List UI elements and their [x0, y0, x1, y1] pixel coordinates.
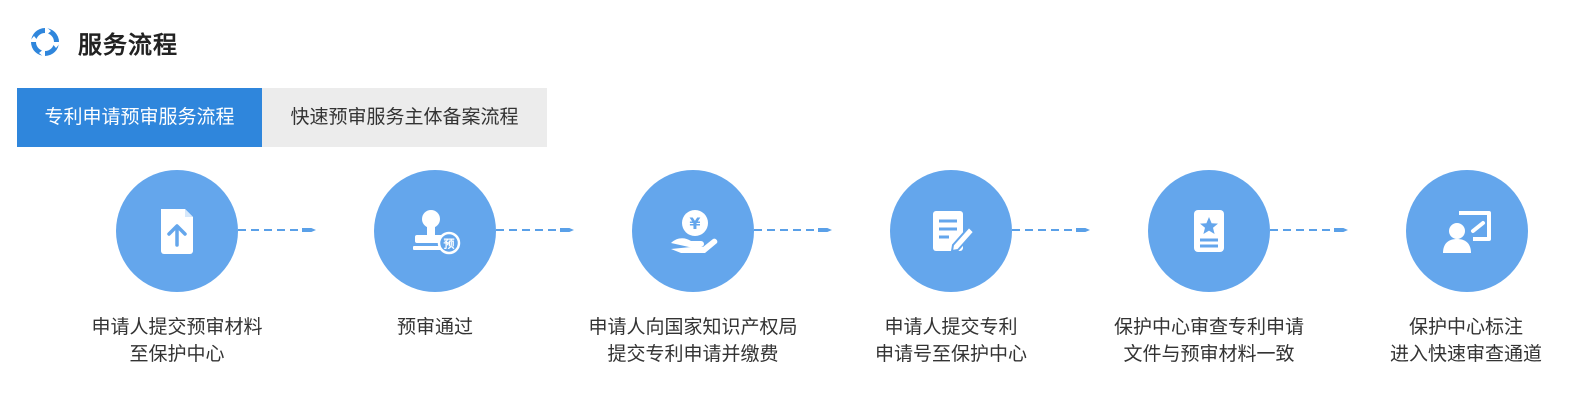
flow-arrow — [1270, 228, 1348, 232]
step-6-line-2: 进入快速审查通道 — [1389, 343, 1542, 365]
step-5-circle — [1148, 170, 1270, 292]
edit-document-icon — [933, 211, 976, 253]
step-2-circle: 预 — [374, 170, 496, 292]
pre-review-stamp-icon: 预 — [413, 210, 461, 255]
tab-patent-pre-review-flow[interactable]: 专利申请预审服务流程 — [17, 88, 262, 147]
upload-file-icon — [161, 209, 193, 254]
flow-arrow — [1012, 228, 1090, 232]
flow-arrow — [754, 228, 832, 232]
step-3-circle: ¥ — [632, 170, 754, 292]
hand-yen-icon: ¥ — [671, 210, 718, 253]
step-2-line-1: 预审通过 — [396, 316, 473, 338]
flow-arrow — [496, 228, 574, 232]
svg-text:预: 预 — [444, 237, 455, 251]
step-5-line-1: 保护中心审查专利申请 — [1113, 316, 1304, 338]
step-6-circle — [1406, 170, 1528, 292]
star-document-icon — [1194, 210, 1224, 252]
step-6-label: 保护中心标注 进入快速审查通道 — [1336, 314, 1596, 368]
step-3-line-2: 提交专利申请并缴费 — [607, 343, 779, 365]
step-5-line-2: 文件与预审材料一致 — [1123, 343, 1295, 365]
step-4-circle — [890, 170, 1012, 292]
svg-text:¥: ¥ — [689, 214, 700, 233]
step-1-line-2: 至保护中心 — [129, 343, 225, 365]
step-3-line-1: 申请人向国家知识产权局 — [588, 316, 798, 338]
tab-bar: 专利申请预审服务流程 快速预审服务主体备案流程 — [17, 88, 547, 147]
flow-arrow — [238, 228, 316, 232]
step-4-label: 申请人提交专利 申请号至保护中心 — [821, 314, 1081, 368]
step-4-line-1: 申请人提交专利 — [884, 316, 1018, 338]
step-1-label: 申请人提交预审材料 至保护中心 — [47, 314, 307, 368]
step-1-line-1: 申请人提交预审材料 — [91, 316, 263, 338]
step-5-label: 保护中心审查专利申请 文件与预审材料一致 — [1079, 314, 1339, 368]
step-2-label: 预审通过 — [305, 314, 565, 341]
user-screen-icon — [1443, 211, 1491, 253]
step-4-line-2: 申请号至保护中心 — [874, 343, 1027, 365]
step-1-circle — [116, 170, 238, 292]
step-6-line-1: 保护中心标注 — [1408, 316, 1523, 338]
tab-fast-review-registration-flow[interactable]: 快速预审服务主体备案流程 — [262, 88, 547, 147]
section-header: 服务流程 — [28, 24, 178, 60]
refresh-cycle-icon — [29, 26, 61, 58]
page-title: 服务流程 — [78, 30, 178, 59]
step-3-label: 申请人向国家知识产权局 提交专利申请并缴费 — [563, 314, 823, 368]
